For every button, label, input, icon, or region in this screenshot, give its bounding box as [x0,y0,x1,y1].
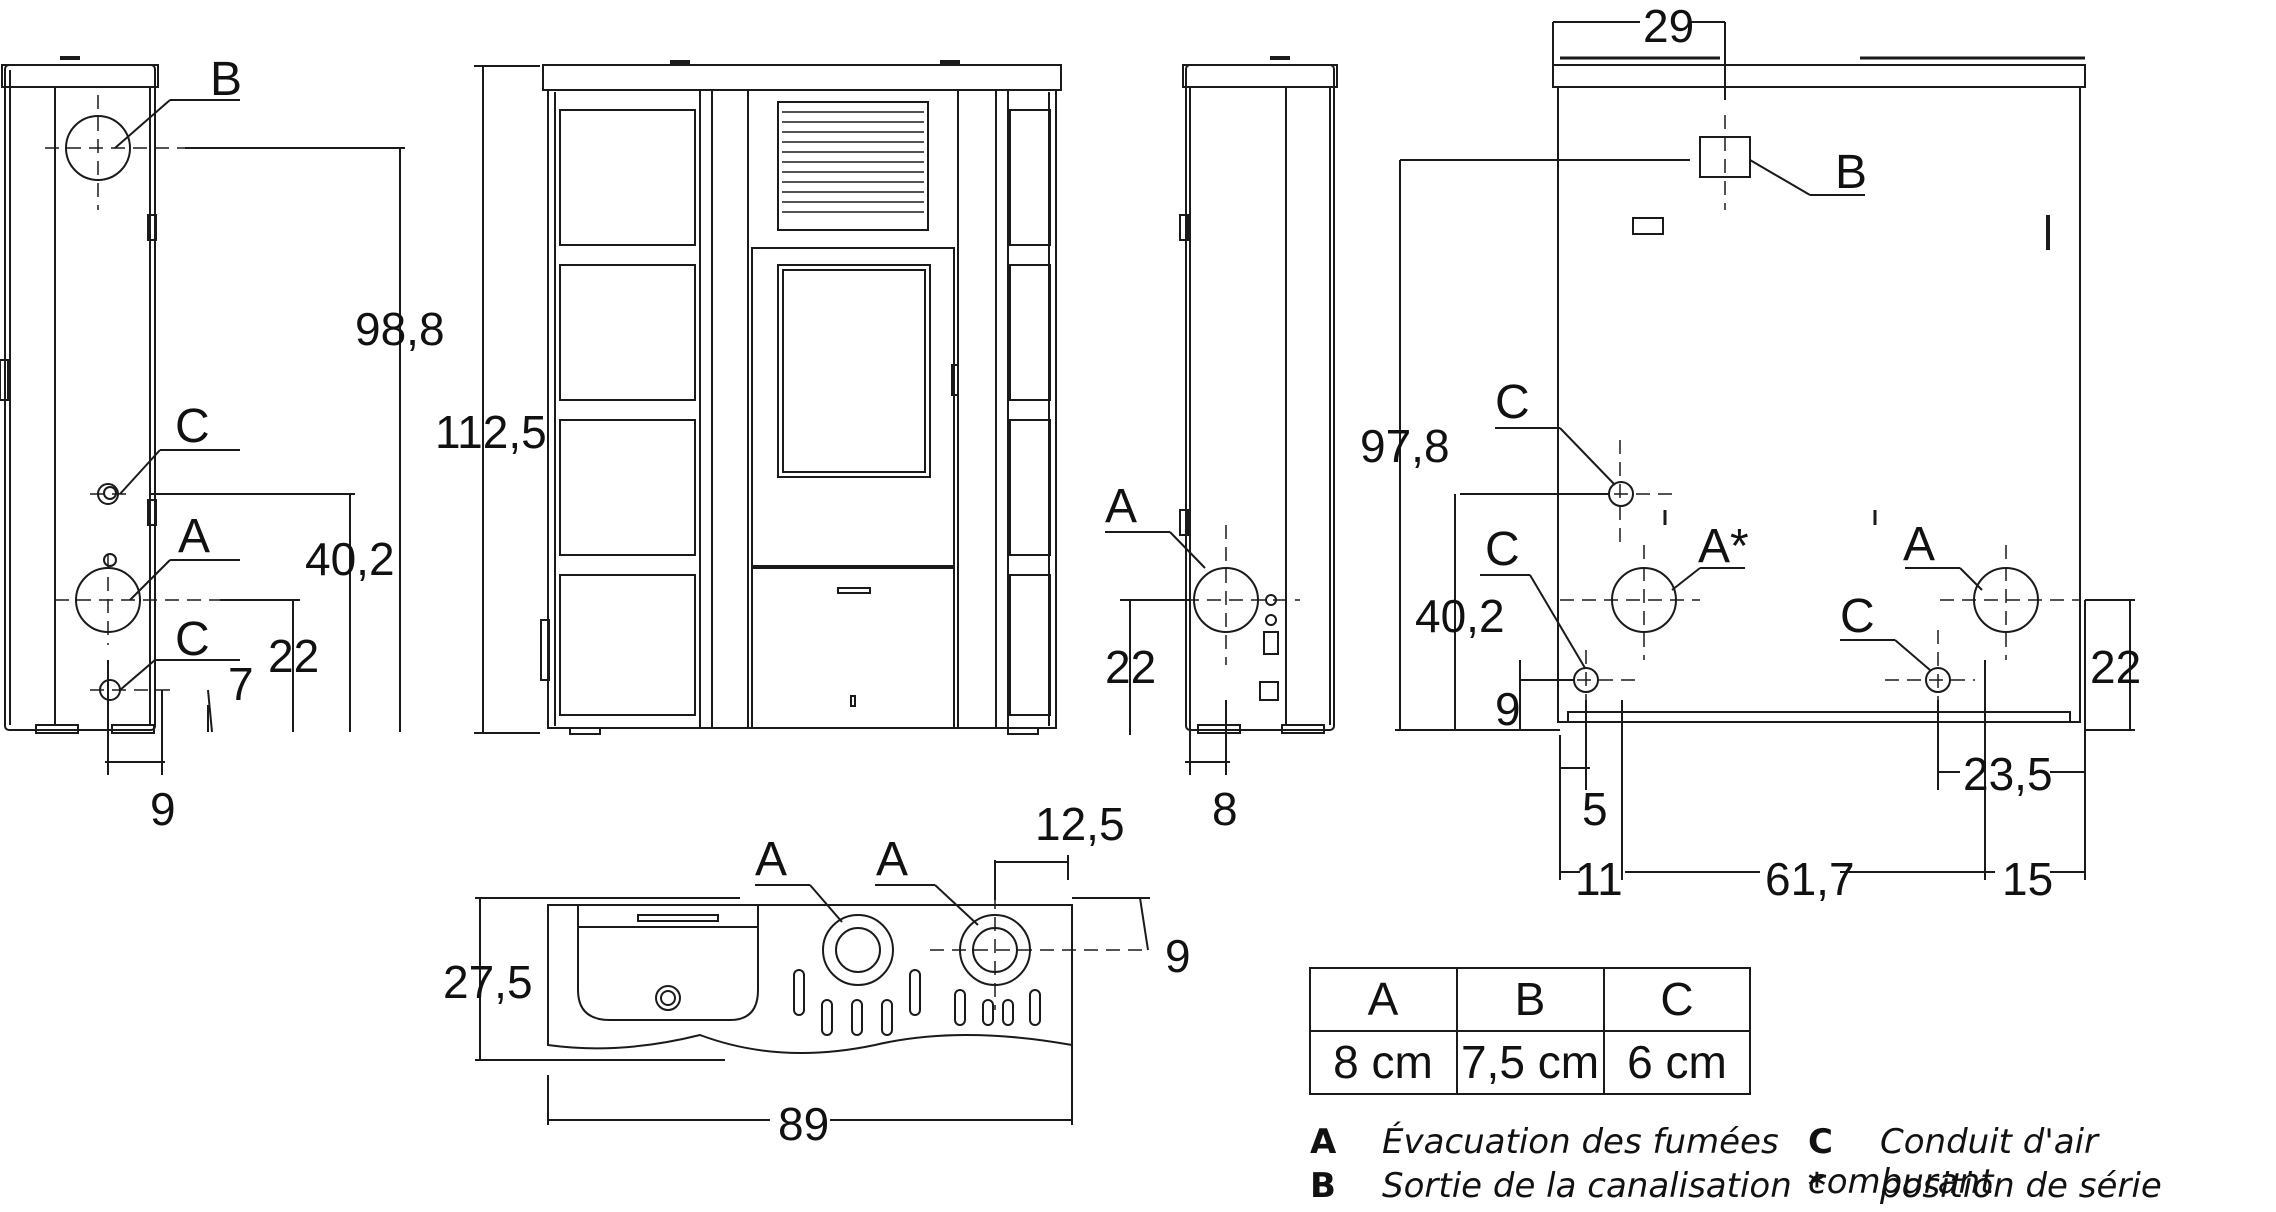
legend-text: position de série [1880,1166,2162,1206]
callout-a: A [1105,480,1137,533]
legend-key: * [1808,1166,1826,1206]
callout-a: A [876,833,908,886]
dim-a-right: 22 [2090,641,2141,693]
front-view [474,60,1062,735]
legend-text: Conduit d'air comburant [1808,1122,2098,1202]
callout-c: C [1840,590,1875,643]
dim-between: 61,7 [1765,853,1855,905]
dim-a-offset: 12,5 [1035,798,1125,850]
legend-key: A [1310,1122,1337,1162]
dim-depth: 9 [150,783,176,835]
dim-c-height: 40,2 [1415,590,1505,642]
right-side-labels: A 22 8 [1105,480,1238,835]
callout-b: B [210,53,242,106]
callout-c: C [175,613,210,666]
rear-view [1395,21,2135,880]
table-value-c: 6 cm [1627,1036,1727,1088]
left-side-labels: B C A C 98,8 40,2 22 7 9 [150,53,445,835]
table-text: A B C 8 cm 7,5 cm 6 cm [1333,973,1727,1088]
legend-text: Évacuation des fumées [1382,1122,1779,1162]
table-header-a: A [1368,973,1399,1025]
dim-top-depth: 27,5 [443,956,533,1008]
right-side-view [1105,56,1338,775]
table-value-b: 7,5 cm [1461,1036,1599,1088]
callout-c: C [1495,376,1530,429]
callout-b: B [1835,146,1867,199]
legend-key: C [1808,1122,1833,1162]
legend-item: B Sortie de la canalisation [1310,1166,1792,1210]
dim-c-offset: 5 [1582,783,1608,835]
table-value-a: 8 cm [1333,1036,1433,1088]
front-labels: 112,5 [435,406,547,458]
legend-item: * position de série [1808,1166,2162,1210]
callout-a: A [755,833,787,886]
dim-a-depth: 9 [1165,930,1191,982]
dim-b-offset: 29 [1643,0,1694,52]
dim-height-b: 98,8 [355,303,445,355]
table-header-c: C [1660,973,1693,1025]
dim-c-right: 23,5 [1963,748,2053,800]
left-side-view [0,56,405,775]
callout-a-star: A* [1698,520,1749,573]
legend-text: Sortie de la canalisation [1382,1166,1792,1206]
top-view [475,855,1150,1125]
dim-top-width: 89 [778,1098,829,1150]
dim-b-height: 97,8 [1360,420,1450,472]
callout-a: A [1903,518,1935,571]
rear-labels: 29 B 97,8 C 40,2 C A* A C 9 5 11 61,7 15… [1360,0,2141,905]
dim-front-height: 112,5 [435,406,547,458]
diameter-table [1309,967,1751,1095]
callout-c: C [1485,523,1520,576]
top-labels: A A 12,5 9 27,5 89 [443,798,1191,1150]
dim-right: 15 [2002,853,2053,905]
dim-a-height: 22 [1105,641,1156,693]
dim-c-low: 9 [1495,683,1521,735]
legend-item: A Évacuation des fumées [1310,1122,1779,1166]
dim-bottom-c: 7 [228,658,254,710]
legend-key: B [1310,1166,1336,1206]
dim-c-height: 40,2 [305,533,395,585]
dim-left: 11 [1575,853,1623,905]
callout-a: A [178,510,210,563]
dim-depth: 8 [1212,783,1238,835]
dim-a-height: 22 [268,630,319,682]
table-header-b: B [1515,973,1546,1025]
callout-c: C [175,400,210,453]
